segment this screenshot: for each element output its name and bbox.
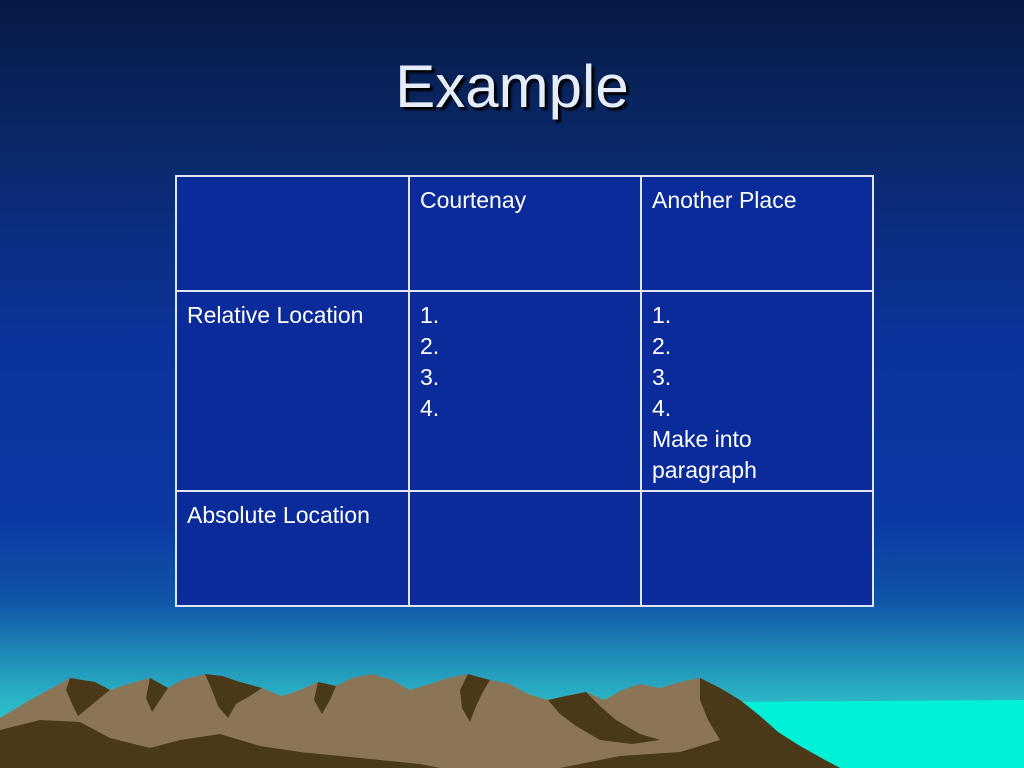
- list-item: 2.: [420, 333, 440, 359]
- mountain-shadow-ridge-3: [205, 674, 262, 718]
- mountain-shadow-right: [560, 678, 840, 768]
- header-cell-blank: [175, 175, 410, 292]
- list-item: 4.: [652, 395, 672, 421]
- cell-relative-another-place: 1. 2. 3. 4. Make into paragraph: [640, 290, 874, 492]
- slide-title: Example: [395, 53, 629, 120]
- row-label-absolute-location: Absolute Location: [175, 490, 410, 607]
- list-item: 1.: [420, 302, 440, 328]
- table-row-relative-location: Relative Location 1. 2. 3. 4. 1. 2. 3. 4…: [175, 290, 874, 492]
- header-cell-another-place: Another Place: [640, 175, 874, 292]
- header-cell-courtenay: Courtenay: [408, 175, 642, 292]
- table-row-absolute-location: Absolute Location: [175, 490, 874, 607]
- mountain-shadow-ridge-1: [66, 678, 110, 716]
- mountain-shadow-ridge-2: [146, 678, 168, 712]
- list-item: 1.: [652, 302, 672, 328]
- mountain-shadow-ridge-6: [548, 692, 660, 744]
- location-table: Courtenay Another Place Relative Locatio…: [175, 175, 874, 607]
- list-item: 3.: [652, 364, 672, 390]
- mountain-landscape: [0, 674, 1024, 768]
- cell-absolute-another-place: [640, 490, 874, 607]
- cell-relative-courtenay: 1. 2. 3. 4.: [408, 290, 642, 492]
- table-header-row: Courtenay Another Place: [175, 175, 874, 292]
- list-item: paragraph: [652, 457, 757, 483]
- mountain-shadow-left: [0, 720, 440, 768]
- mountain-shadow-ridge-4: [314, 682, 336, 714]
- row-label-relative-location: Relative Location: [175, 290, 410, 492]
- list-item: 2.: [652, 333, 672, 359]
- mountain-shadow-ridge-5: [460, 674, 490, 722]
- list-item: Make into: [652, 426, 752, 452]
- list-item: 3.: [420, 364, 440, 390]
- list-item: 4.: [420, 395, 440, 421]
- cell-absolute-courtenay: [408, 490, 642, 607]
